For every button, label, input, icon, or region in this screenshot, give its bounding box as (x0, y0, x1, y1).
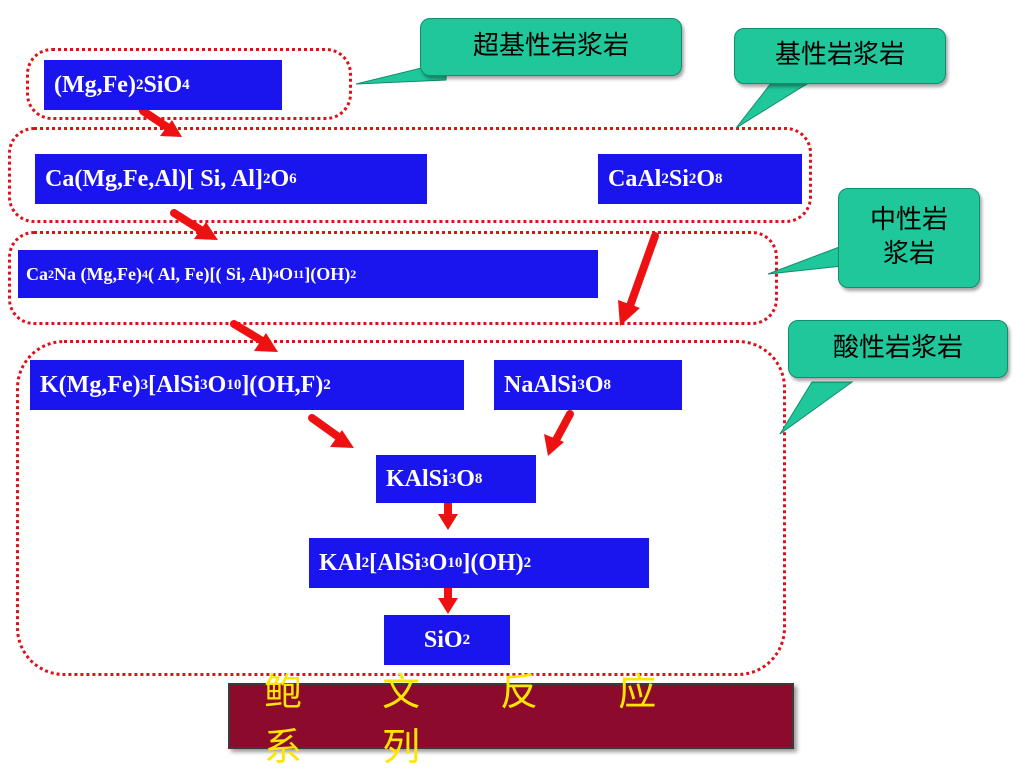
formula-text: [AlSi (369, 550, 422, 576)
formula-text: ](OH,F) (241, 372, 324, 398)
callout-basic: 基性岩浆岩 (734, 28, 946, 84)
formula-text: Na (Mg,Fe) (54, 264, 142, 284)
formula-text: KAlSi (386, 466, 449, 492)
zone-intermediate (8, 231, 778, 325)
formula-text: O (696, 166, 716, 192)
arrow-pyroxene-to-amphibole (170, 209, 218, 240)
arrow-orthoclase-to-muscovite (438, 499, 458, 530)
callout-intermediate-line1: 中性岩 (869, 205, 948, 236)
formula-text: (Mg,Fe) (54, 72, 136, 98)
formula-text: CaAl (608, 166, 662, 192)
zone-acidic (16, 340, 786, 676)
formula-text: O (278, 264, 293, 284)
callout-acidic: 酸性岩浆岩 (788, 320, 1008, 378)
callout-pointer-basic (735, 81, 812, 129)
formula-text: O (428, 550, 448, 576)
callout-pointer-intermediate (767, 245, 843, 275)
arrow-biotite-to-orthoclase (308, 414, 354, 448)
formula-text: ](OH) (304, 264, 351, 284)
formula-text: Ca (26, 264, 48, 284)
formula-text: O (584, 372, 604, 398)
formula-text: O (456, 466, 475, 492)
arrow-amphibole-to-biotite (230, 320, 278, 352)
formula-text: ](OH) (462, 550, 524, 576)
arrow-albite-to-orthoclase (544, 410, 574, 456)
formula-text: Si (668, 166, 689, 192)
formula-text: SiO (143, 72, 183, 98)
callout-pointer-acidic (779, 381, 854, 435)
formula-text: SiO (423, 627, 463, 653)
callout-ultrabasic: 超基性岩浆岩 (420, 18, 682, 76)
formula-text: Ca(Mg,Fe,Al)[ Si, Al] (45, 166, 263, 192)
formula-text: ( Al, Fe)[( Si, Al) (147, 264, 273, 284)
formula-text: KAl (319, 550, 362, 576)
formula-text: O (270, 166, 290, 192)
series-title: 鲍 文 反 应 系 列 (228, 670, 794, 769)
arrow-olivine-to-pyroxene (139, 107, 182, 137)
formula-text: O (207, 372, 227, 398)
formula-text: NaAlSi (504, 372, 578, 398)
zone-basic (8, 127, 812, 223)
formula-text: [AlSi (148, 372, 201, 398)
zone-ultrabasic (26, 48, 352, 120)
arrow-muscovite-to-quartz (438, 584, 458, 614)
formula-text: K(Mg,Fe) (40, 372, 141, 398)
callout-intermediate: 中性岩 浆岩 (838, 188, 980, 288)
arrow-anorthite-down (618, 232, 659, 326)
callout-intermediate-line2: 浆岩 (882, 239, 935, 269)
